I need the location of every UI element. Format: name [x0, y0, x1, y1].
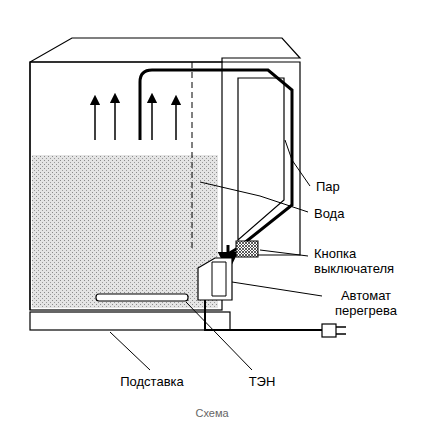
- steam-tube: [192, 62, 193, 250]
- leader-lines: [110, 140, 322, 370]
- heater: [96, 294, 188, 301]
- kettle-body: [30, 62, 222, 310]
- part-label: Пар: [316, 179, 376, 194]
- steam-path: [140, 70, 292, 254]
- plug-pins: [336, 327, 346, 334]
- part-label: Вода: [314, 206, 374, 221]
- power-cord: [205, 300, 322, 330]
- base-stand: [30, 312, 230, 330]
- steam-arrows: [95, 98, 176, 140]
- plug: [322, 324, 336, 337]
- overheat-inner: [212, 262, 226, 296]
- switch-button: [236, 241, 258, 257]
- part-label: Автомат перегрева: [318, 288, 414, 318]
- part-label: Подставка: [110, 374, 194, 389]
- handle-outer: [222, 62, 300, 255]
- part-label: Кнопка выключателя: [314, 246, 414, 276]
- part-label: ТЭН: [242, 374, 282, 389]
- water: [32, 155, 218, 308]
- caption: Схема: [0, 407, 424, 419]
- overheat-switch: [198, 258, 232, 300]
- kettle-lid: [30, 38, 300, 310]
